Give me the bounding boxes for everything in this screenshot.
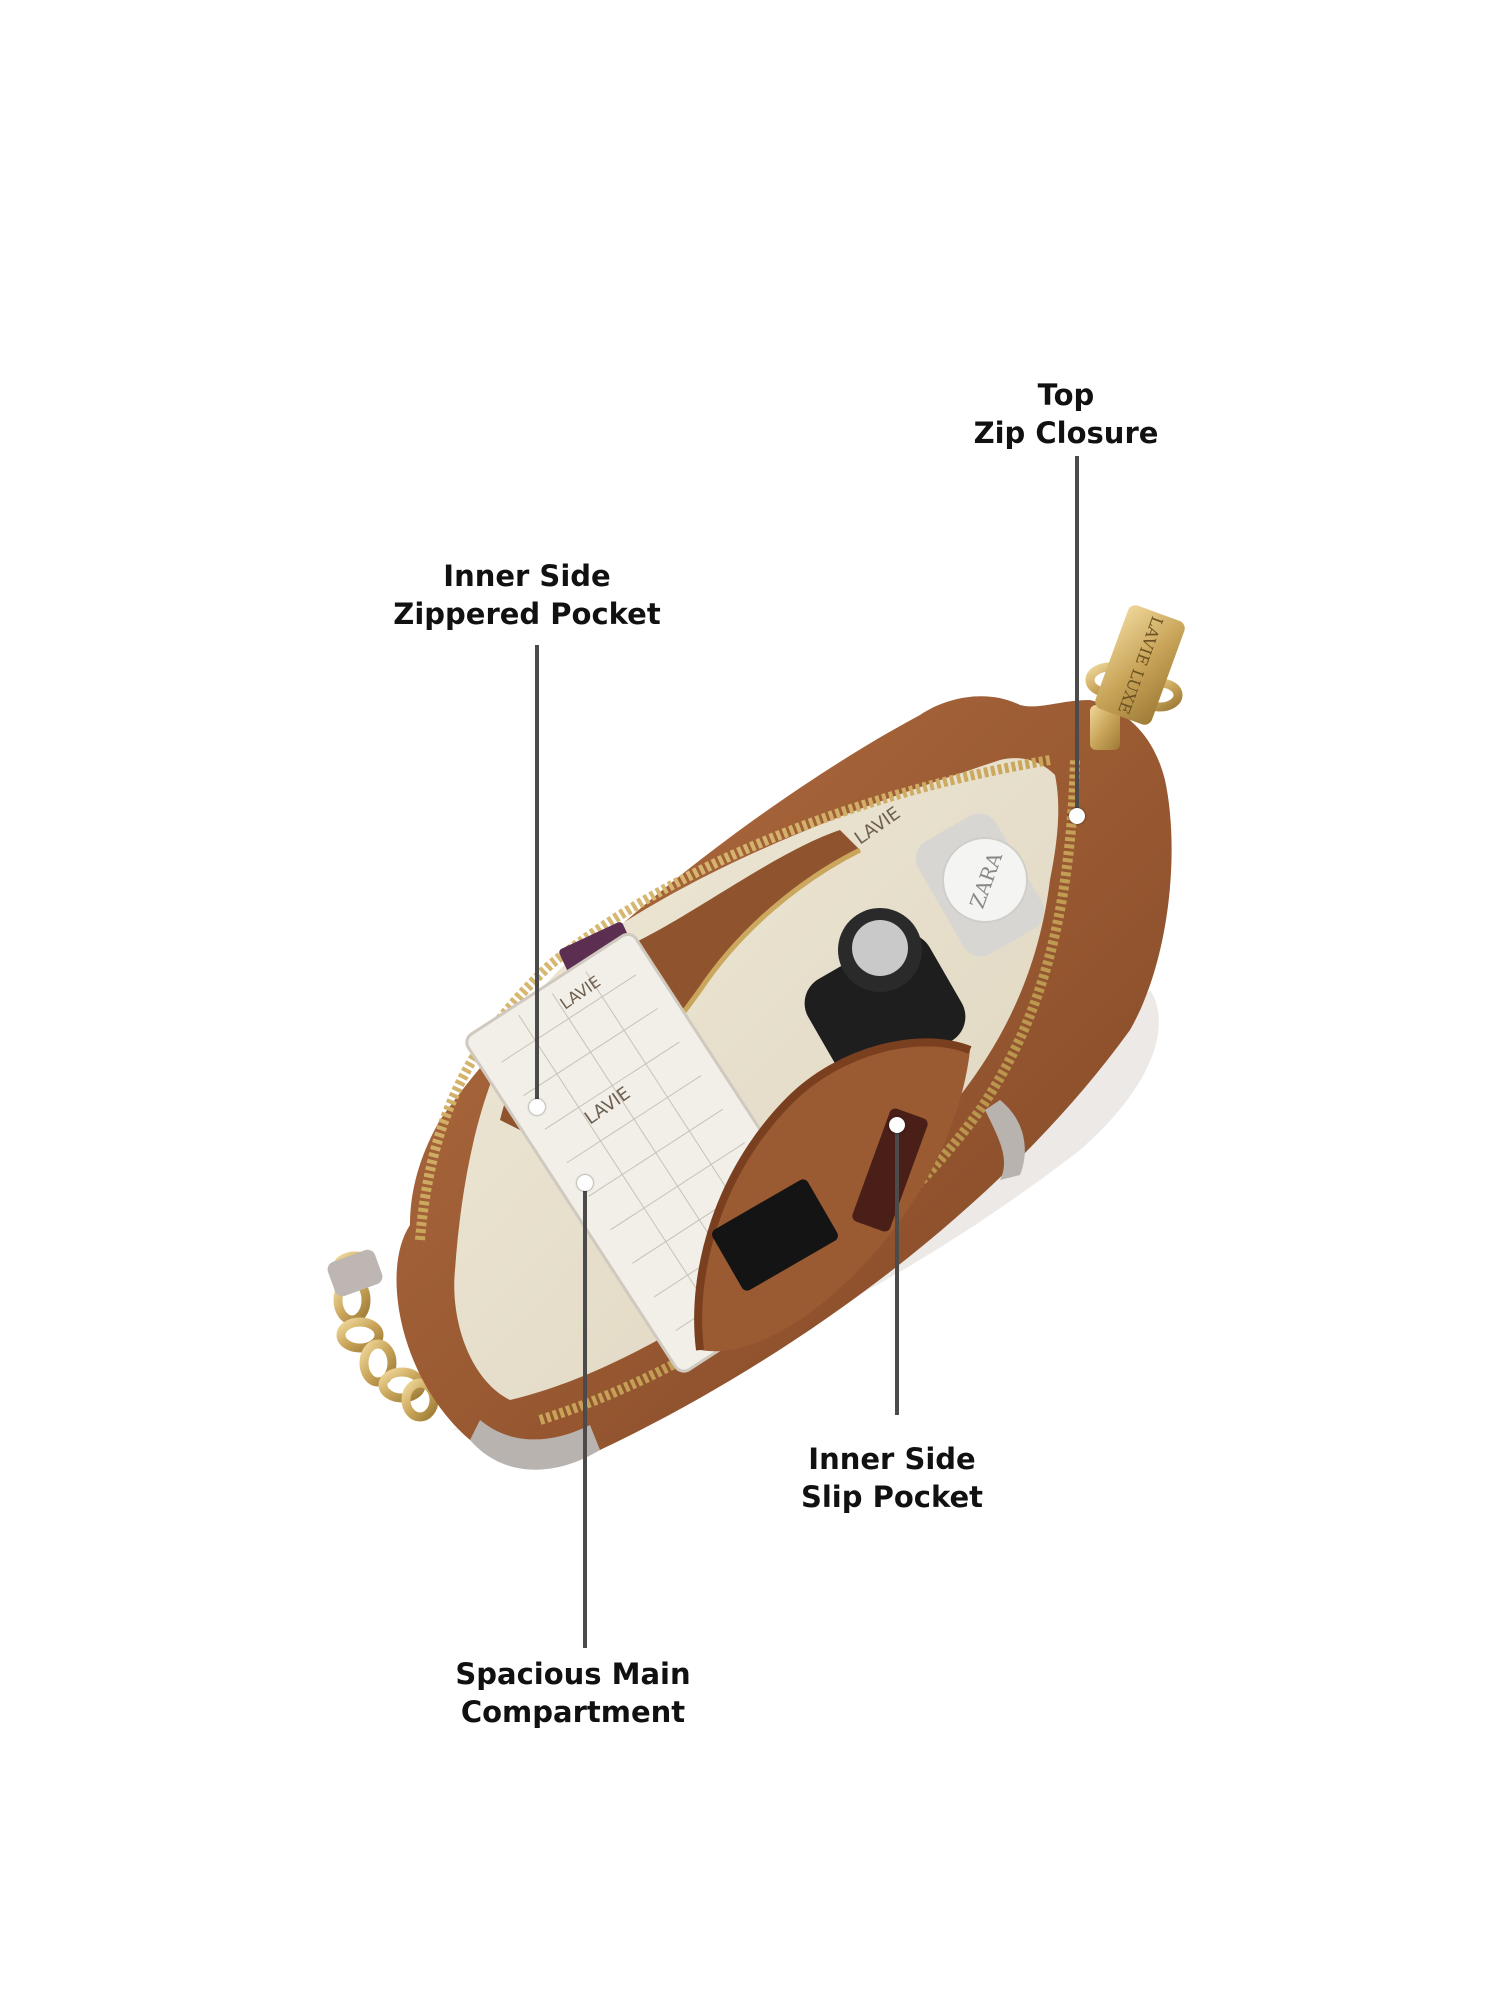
label-zippered-pocket: Inner Side Zippered Pocket — [393, 557, 660, 633]
dot-top-zip-closure — [1069, 808, 1085, 824]
dot-slip-pocket — [889, 1117, 905, 1133]
leader-top-zip-closure — [1075, 456, 1079, 816]
label-slip-pocket-line1: Inner Side — [808, 1442, 976, 1476]
zip-pull-tag: LAVIE LUXE — [1090, 605, 1185, 750]
perfume-bottle-white: ZARA — [915, 813, 1045, 957]
dot-zippered-pocket — [529, 1099, 545, 1115]
strap-grey-left — [327, 1249, 383, 1297]
label-top-zip-closure-line2: Zip Closure — [973, 416, 1159, 450]
lipstick — [852, 1108, 928, 1232]
label-top-zip-closure: Top Zip Closure — [974, 376, 1159, 452]
label-main-compartment-line2: Compartment — [460, 1695, 686, 1729]
leader-slip-pocket — [895, 1125, 899, 1415]
dot-main-compartment — [577, 1175, 593, 1191]
label-top-zip-closure-line1: Top — [1037, 378, 1095, 412]
label-slip-pocket: Inner Side Slip Pocket — [801, 1440, 983, 1516]
label-zippered-pocket-line1: Inner Side — [443, 559, 611, 593]
leader-zippered-pocket — [535, 645, 539, 1105]
label-main-compartment-line1: Spacious Main — [455, 1657, 691, 1691]
zipper-track-left — [415, 755, 1051, 1241]
label-main-compartment: Spacious Main Compartment — [455, 1655, 690, 1731]
slip-pocket-edge — [694, 1038, 972, 1351]
leader-main-compartment — [583, 1183, 587, 1648]
bag-side-panel-right — [985, 1100, 1025, 1180]
bag-side-panel-bottom — [470, 1420, 600, 1470]
lipstick-box — [712, 1179, 838, 1291]
label-zippered-pocket-line2: Zippered Pocket — [393, 597, 661, 631]
label-slip-pocket-line2: Slip Pocket — [800, 1480, 984, 1514]
